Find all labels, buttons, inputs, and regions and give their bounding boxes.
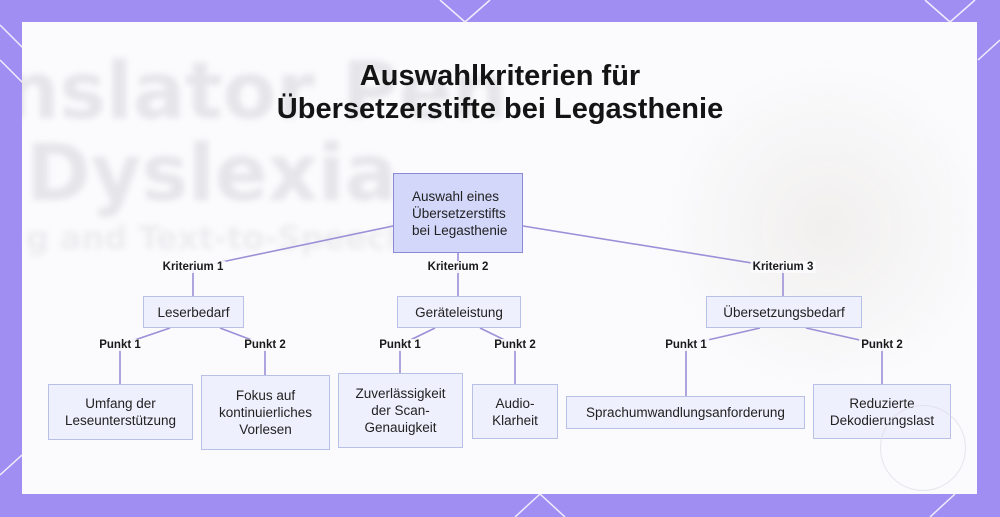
edge-label-punkt-2: Punkt 2 — [859, 339, 905, 351]
title-line: Auswahlkriterien für — [359, 60, 641, 92]
edge-label-kriterium-2: Kriterium 2 — [425, 261, 491, 273]
root-node: Auswahl eines Übersetzerstifts bei Legas… — [393, 173, 523, 253]
edge-label-kriterium-1: Kriterium 1 — [160, 261, 226, 273]
edge-label-punkt-2: Punkt 2 — [492, 339, 538, 351]
leaf-line: der Scan- — [371, 403, 430, 418]
leaf-node-audio-klarheit: Audio- Klarheit — [472, 384, 558, 439]
leaf-node-scan-genauigkeit: Zuverlässigkeit der Scan- Genauigkeit — [338, 373, 463, 448]
edge-root-kriterium-1 — [192, 225, 394, 269]
edge-label-kriterium-3: Kriterium 3 — [750, 261, 816, 273]
leaf-line: Zuverlässigkeit — [355, 386, 446, 401]
criterion-label: Geräteleistung — [415, 304, 503, 320]
leaf-line: kontinuierliches — [218, 405, 313, 420]
background-photo-blur — [662, 62, 977, 392]
leaf-line: Leseunterstützung — [64, 413, 177, 428]
criterion-label: Leserbedarf — [157, 304, 230, 320]
leaf-line: Audio- — [495, 395, 535, 411]
diagram-title: Auswahlkriterien für Übersetzerstifte be… — [250, 60, 750, 126]
background-text-line: nslator Pen — [22, 47, 508, 137]
leaf-line: Reduzierte — [849, 395, 915, 411]
leaf-line: Genauigkeit — [364, 420, 437, 435]
leaf-node-fokus-vorlesen: Fokus auf kontinuierliches Vorlesen — [201, 375, 330, 450]
background-text-line: Dyslexia — [26, 128, 398, 219]
edge-label-punkt-1: Punkt 1 — [97, 339, 143, 351]
leaf-line: Sprachumwandlungsanforderung — [586, 405, 785, 420]
watermark-circle — [880, 405, 966, 491]
edge-root-kriterium-3 — [522, 225, 784, 269]
criterion-node-geraeteleistung: Geräteleistung — [397, 296, 521, 328]
background-watermark-text: nslator Pen Dyslexia g and Text-to-Speec… — [22, 47, 508, 257]
background-text-line: g and Text-to-Speech — [26, 218, 409, 257]
leaf-line: Vorlesen — [239, 422, 292, 437]
leaf-node-umfang-leseunterstuetzung: Umfang der Leseunterstützung — [48, 384, 193, 440]
root-node-line: Übersetzerstifts — [412, 205, 506, 221]
leaf-line: Umfang der — [85, 396, 156, 411]
criterion-label: Übersetzungsbedarf — [723, 304, 845, 320]
criterion-node-leserbedarf: Leserbedarf — [143, 296, 244, 328]
leaf-line: Klarheit — [492, 412, 538, 428]
title-line: Übersetzerstifte bei Legasthenie — [276, 93, 724, 125]
root-node-line: Auswahl eines — [412, 188, 500, 204]
criterion-node-uebersetzungsbedarf: Übersetzungsbedarf — [706, 296, 862, 328]
edge-label-punkt-1: Punkt 1 — [663, 339, 709, 351]
edge-label-punkt-1: Punkt 1 — [377, 339, 423, 351]
edge-label-punkt-2: Punkt 2 — [242, 339, 288, 351]
root-node-line: bei Legasthenie — [412, 222, 508, 238]
leaf-node-sprachumwandlung: Sprachumwandlungsanforderung — [566, 396, 805, 429]
leaf-line: Fokus auf — [235, 388, 296, 403]
